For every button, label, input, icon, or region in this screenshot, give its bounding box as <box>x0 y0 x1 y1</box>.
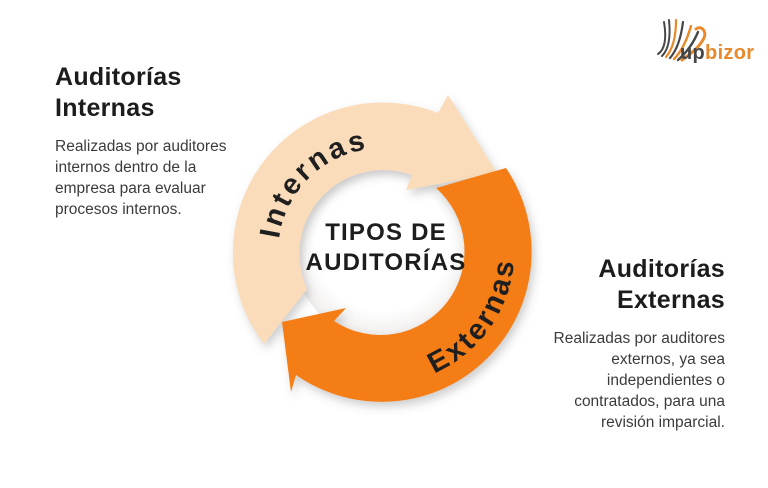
left-section-description: Realizadas por auditores internos dentro… <box>55 138 227 218</box>
right-section: Auditorías Externas Realizadas por audit… <box>540 254 725 433</box>
right-section-description: Realizadas por auditores externos, ya se… <box>553 330 725 431</box>
logo-text-up: up <box>680 42 706 64</box>
logo: upbizor <box>650 6 758 68</box>
center-title-line2: AUDITORÍAS <box>305 249 467 276</box>
right-section-title: Auditorías Externas <box>598 255 725 314</box>
internas-arrow <box>232 95 497 344</box>
left-section-title: Auditorías Internas <box>55 63 182 122</box>
externas-arrow <box>282 168 532 402</box>
logo-text: upbizor <box>680 42 754 65</box>
center-title-line1: TIPOS DE <box>325 219 447 246</box>
logo-wave-icon <box>657 18 707 62</box>
diagram-center-title: TIPOS DE AUDITORÍAS <box>284 218 488 278</box>
logo-text-bizor: bizor <box>705 42 755 64</box>
diagram-inner-circle <box>294 164 470 340</box>
left-section: Auditorías Internas Realizadas por audit… <box>55 62 233 220</box>
